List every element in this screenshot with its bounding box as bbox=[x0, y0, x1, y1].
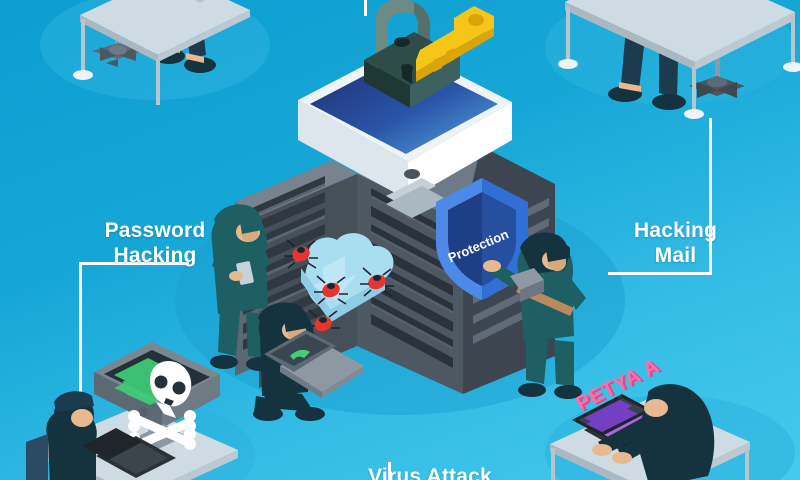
sledgehammer-icon bbox=[510, 268, 574, 316]
laptop-icon-top-left bbox=[194, 0, 206, 3]
label-hacking-mail-line1: Hacking bbox=[633, 219, 718, 242]
bug-icon-3 bbox=[314, 275, 348, 305]
label-virus-attack: Virus Attack bbox=[320, 464, 540, 480]
label-password-hacking: Password Hacking bbox=[60, 218, 250, 268]
connector-line-top-center bbox=[364, 0, 367, 16]
bug-icon-4 bbox=[306, 309, 340, 332]
laptop-icon-center bbox=[264, 330, 364, 398]
padlock-icon bbox=[364, 0, 494, 108]
bug-icon-2 bbox=[360, 267, 394, 297]
workstation-bottom-left bbox=[26, 342, 238, 480]
connector-line-right-horizontal bbox=[608, 272, 712, 275]
connector-line-right-vertical bbox=[709, 118, 712, 275]
connector-line-left-vertical bbox=[79, 262, 82, 472]
hacker-icon-petya bbox=[592, 384, 715, 480]
cloud-icon bbox=[284, 233, 394, 360]
connector-line-left-horizontal bbox=[79, 262, 189, 265]
hacker-icon-left bbox=[210, 204, 274, 371]
hacker-icon-right bbox=[483, 232, 586, 399]
desk-top-left bbox=[73, 0, 250, 105]
workstation-bottom-right bbox=[550, 384, 750, 480]
label-password-hacking-line1: Password bbox=[104, 219, 206, 242]
office-chair-icon-right bbox=[689, 38, 745, 98]
label-virus-attack-line1: Virus Attack bbox=[368, 465, 492, 480]
label-password-hacking-line2: Hacking bbox=[113, 244, 197, 267]
bug-icon-1 bbox=[284, 239, 318, 269]
laptop-icon-bottom-left bbox=[82, 428, 176, 478]
skull-and-crossbones-icon bbox=[128, 360, 196, 454]
key-icon bbox=[416, 6, 494, 82]
label-hacking-mail: Hacking Mail bbox=[588, 218, 763, 268]
connector-line-bottom-center bbox=[388, 462, 391, 480]
label-hacking-mail-line2: Mail bbox=[654, 244, 697, 267]
desk-top-right bbox=[558, 0, 800, 119]
